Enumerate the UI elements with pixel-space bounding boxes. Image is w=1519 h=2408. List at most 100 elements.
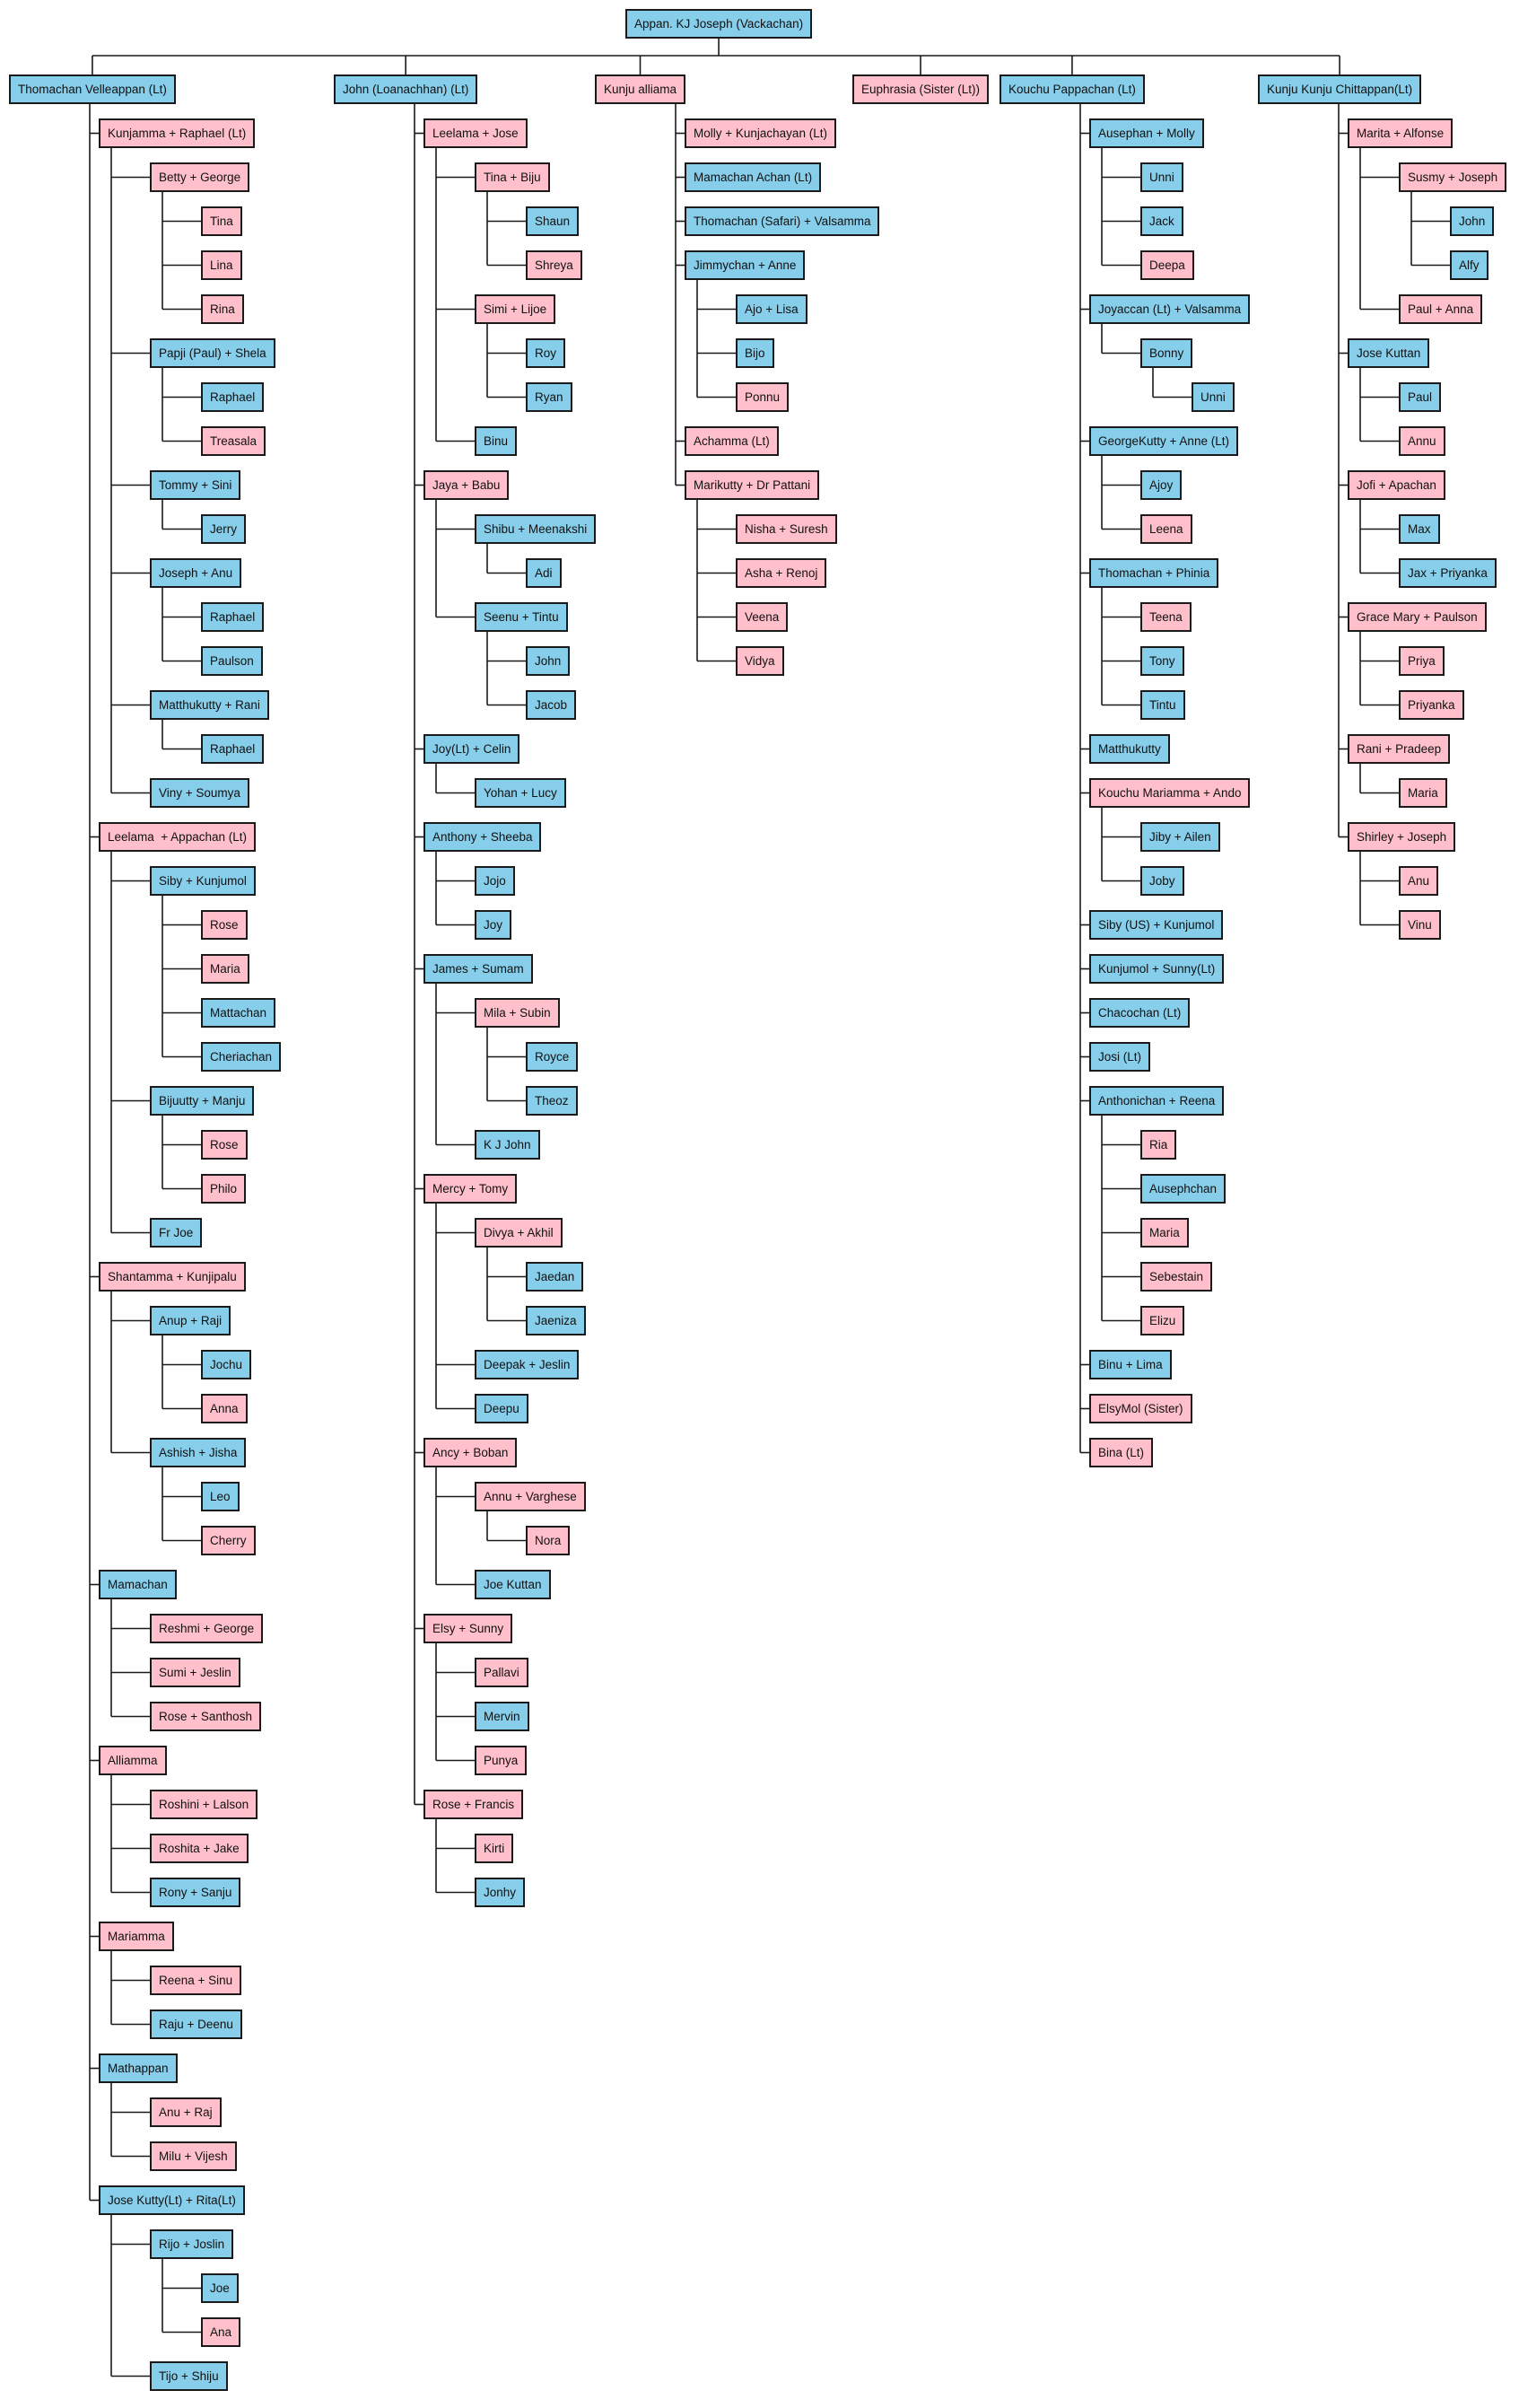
person-node[interactable]: Euphrasia (Sister (Lt)) [852,74,990,104]
person-node[interactable]: Mattachan [201,998,276,1028]
person-node[interactable]: Rose [201,1130,248,1160]
person-node[interactable]: Mercy + Tomy [423,1174,518,1204]
person-node[interactable]: Rony + Sanju [150,1878,241,1907]
person-node[interactable]: Anthony + Sheeba [423,822,542,852]
person-node[interactable]: Punya [475,1746,528,1775]
person-node[interactable]: Rose [201,910,248,940]
person-node[interactable]: Appan. KJ Joseph (Vackachan) [625,9,813,39]
person-node[interactable]: Jacob [526,690,577,720]
person-node[interactable]: Joy [475,910,512,940]
person-node[interactable]: Nisha + Suresh [736,514,837,544]
person-node[interactable]: Paulson [201,646,263,676]
person-node[interactable]: Max [1399,514,1440,544]
person-node[interactable]: GeorgeKutty + Anne (Lt) [1089,426,1238,456]
person-node[interactable]: Kirti [475,1834,514,1863]
person-node[interactable]: Ajoy [1140,470,1183,500]
person-node[interactable]: Thomachan Velleappan (Lt) [9,74,176,104]
person-node[interactable]: Jaya + Babu [423,470,510,500]
person-node[interactable]: Leena [1140,514,1192,544]
person-node[interactable]: Leelama + Appachan (Lt) [99,822,256,852]
person-node[interactable]: Ria [1140,1130,1177,1160]
person-node[interactable]: Royce [526,1042,579,1072]
person-node[interactable]: Lina [201,250,242,280]
person-node[interactable]: Cherry [201,1526,256,1555]
person-node[interactable]: Grace Mary + Paulson [1348,602,1487,632]
person-node[interactable]: Roy [526,338,566,368]
person-node[interactable]: Annu + Varghese [475,1482,586,1511]
person-node[interactable]: Mariamma [99,1922,174,1951]
person-node[interactable]: Joe [201,2273,239,2303]
person-node[interactable]: Raju + Deenu [150,2010,242,2039]
person-node[interactable]: Elsy + Sunny [423,1614,513,1643]
person-node[interactable]: Thomachan (Safari) + Valsamma [685,206,880,236]
person-node[interactable]: Siby + Kunjumol [150,866,256,896]
person-node[interactable]: Anthonichan + Reena [1089,1086,1225,1116]
person-node[interactable]: Papji (Paul) + Shela [150,338,275,368]
person-node[interactable]: Jonhy [475,1878,526,1907]
person-node[interactable]: Kunjumol + Sunny(Lt) [1089,954,1225,984]
person-node[interactable]: Ajo + Lisa [736,294,808,324]
person-node[interactable]: Bonny [1140,338,1193,368]
person-node[interactable]: Tina [201,206,242,236]
person-node[interactable]: Divya + Akhil [475,1218,563,1248]
person-node[interactable]: Yohan + Lucy [475,778,566,808]
person-node[interactable]: Kunju Kunju Chittappan(Lt) [1258,74,1422,104]
person-node[interactable]: Sumi + Jeslin [150,1658,240,1687]
person-node[interactable]: Rose + Francis [423,1790,524,1819]
person-node[interactable]: Kunju alliama [595,74,686,104]
person-node[interactable]: Milu + Vijesh [150,2141,237,2171]
person-node[interactable]: Priyanka [1399,690,1464,720]
person-node[interactable]: Alfy [1450,250,1488,280]
person-node[interactable]: Marita + Alfonse [1348,118,1454,148]
person-node[interactable]: Bina (Lt) [1089,1438,1154,1467]
person-node[interactable]: Jochu [201,1350,252,1379]
person-node[interactable]: John (Loanachhan) (Lt) [334,74,478,104]
person-node[interactable]: Roshini + Lalson [150,1790,258,1819]
person-node[interactable]: Nora [526,1526,571,1555]
person-node[interactable]: Maria [1399,778,1447,808]
person-node[interactable]: Betty + George [150,162,250,192]
person-node[interactable]: Ashish + Jisha [150,1438,247,1467]
person-node[interactable]: Joby [1140,866,1184,896]
person-node[interactable]: Adi [526,558,562,588]
person-node[interactable]: Reena + Sinu [150,1966,242,1995]
person-node[interactable]: Jax + Priyanka [1399,558,1497,588]
person-node[interactable]: Veena [736,602,789,632]
person-node[interactable]: Anu [1399,866,1439,896]
person-node[interactable]: Cheriachan [201,1042,282,1072]
person-node[interactable]: Vidya [736,646,784,676]
person-node[interactable]: Theoz [526,1086,578,1116]
person-node[interactable]: Mathappan [99,2053,178,2083]
person-node[interactable]: Jojo [475,866,515,896]
person-node[interactable]: Anup + Raji [150,1306,231,1335]
person-node[interactable]: Rose + Santhosh [150,1702,261,1731]
person-node[interactable]: Elizu [1140,1306,1185,1335]
person-node[interactable]: Jaedan [526,1262,584,1292]
person-node[interactable]: Tommy + Sini [150,470,241,500]
person-node[interactable]: Binu + Lima [1089,1350,1172,1379]
person-node[interactable]: Tintu [1140,690,1185,720]
person-node[interactable]: Deepak + Jeslin [475,1350,580,1379]
person-node[interactable]: Rani + Pradeep [1348,734,1451,764]
person-node[interactable]: Molly + Kunjachayan (Lt) [685,118,836,148]
person-node[interactable]: Deepu [475,1394,528,1423]
person-node[interactable]: Treasala [201,426,266,456]
person-node[interactable]: Jaeniza [526,1306,586,1335]
person-node[interactable]: Shirley + Joseph [1348,822,1456,852]
person-node[interactable]: Deepa [1140,250,1194,280]
person-node[interactable]: Pallavi [475,1658,528,1687]
person-node[interactable]: Marikutty + Dr Pattani [685,470,820,500]
person-node[interactable]: Unni [1192,382,1235,412]
person-node[interactable]: Raphael [201,734,265,764]
person-node[interactable]: Simi + Lijoe [475,294,556,324]
person-node[interactable]: Joyaccan (Lt) + Valsamma [1089,294,1251,324]
person-node[interactable]: John [1450,206,1495,236]
person-node[interactable]: Anna [201,1394,248,1423]
person-node[interactable]: Siby (US) + Kunjumol [1089,910,1224,940]
person-node[interactable]: Susmy + Joseph [1399,162,1507,192]
person-node[interactable]: Ausephchan [1140,1174,1227,1204]
person-node[interactable]: ElsyMol (Sister) [1089,1394,1192,1423]
person-node[interactable]: Thomachan + Phinia [1089,558,1219,588]
person-node[interactable]: Paul + Anna [1399,294,1483,324]
person-node[interactable]: Ryan [526,382,572,412]
